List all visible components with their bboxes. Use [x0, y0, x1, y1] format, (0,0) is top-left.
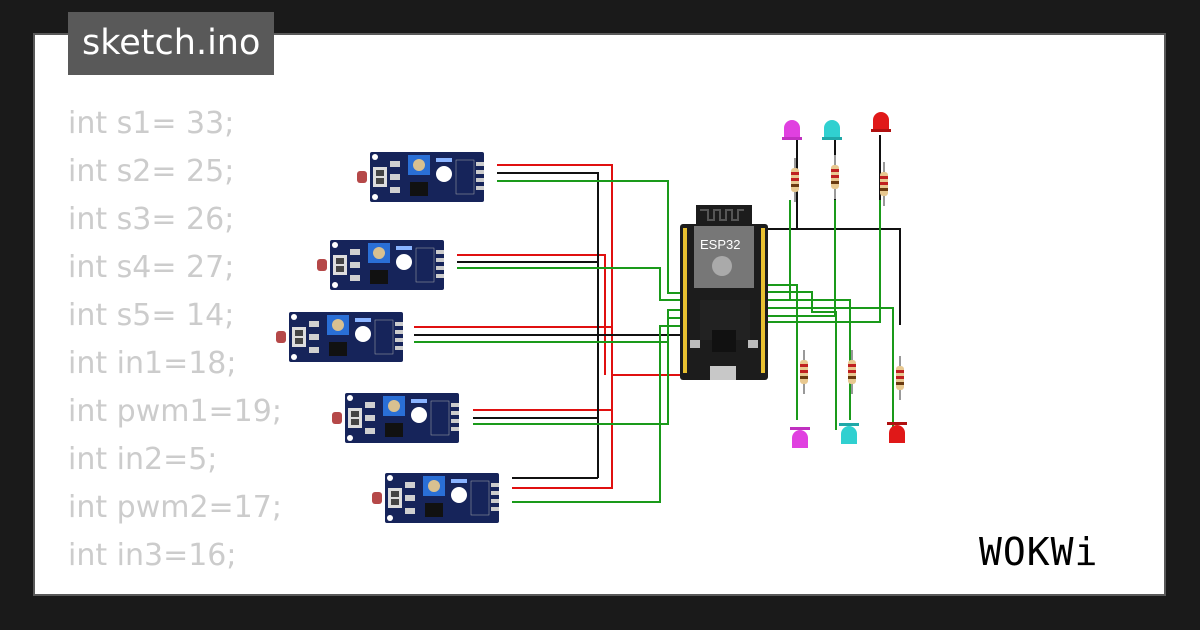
file-name-tab[interactable]: sketch.ino — [68, 12, 275, 75]
ldr-sensor-module-icon[interactable] — [275, 311, 404, 363]
resistor-icon[interactable] — [879, 161, 889, 207]
code-line: int in2=5; — [68, 442, 218, 477]
code-line: int in1=18; — [68, 346, 237, 381]
code-preview: int s1= 33; int s2= 25; int s3= 26; int … — [68, 100, 368, 590]
esp32-board-icon[interactable] — [680, 205, 768, 380]
code-line: int in4=4; — [68, 580, 368, 590]
led-icon[interactable] — [871, 112, 891, 132]
board-label: ESP32 — [700, 237, 740, 252]
led-icon[interactable] — [822, 120, 842, 140]
brand-name: WOKWi — [979, 530, 1098, 574]
code-line: int s5= 14; — [68, 298, 235, 333]
led-icon[interactable] — [782, 120, 802, 140]
resistor-icon[interactable] — [830, 154, 840, 200]
led-icon[interactable] — [887, 422, 907, 443]
ground-wires — [414, 135, 901, 479]
code-line: int s1= 33; — [68, 106, 235, 141]
code-line: int s2= 25; — [68, 154, 235, 189]
wokwi-logo[interactable]: WOKWi — [975, 525, 1150, 575]
ldr-sensor-module-icon[interactable] — [356, 151, 485, 203]
resistor-icon[interactable] — [895, 355, 905, 401]
resistor-icon[interactable] — [799, 349, 809, 395]
led-icon[interactable] — [790, 427, 810, 448]
code-line: int s3= 26; — [68, 202, 235, 237]
ldr-sensor-module-icon[interactable] — [316, 239, 445, 291]
code-line: int s4= 27; — [68, 250, 235, 285]
power-wires — [414, 164, 683, 489]
code-line: int in3=16; — [68, 538, 237, 573]
code-line: int pwm1=19; — [68, 394, 282, 429]
code-line: int pwm2=17; — [68, 490, 282, 525]
led-icon[interactable] — [839, 423, 859, 444]
ldr-sensor-module-icon[interactable] — [371, 472, 500, 524]
ldr-sensor-module-icon[interactable] — [331, 392, 460, 444]
